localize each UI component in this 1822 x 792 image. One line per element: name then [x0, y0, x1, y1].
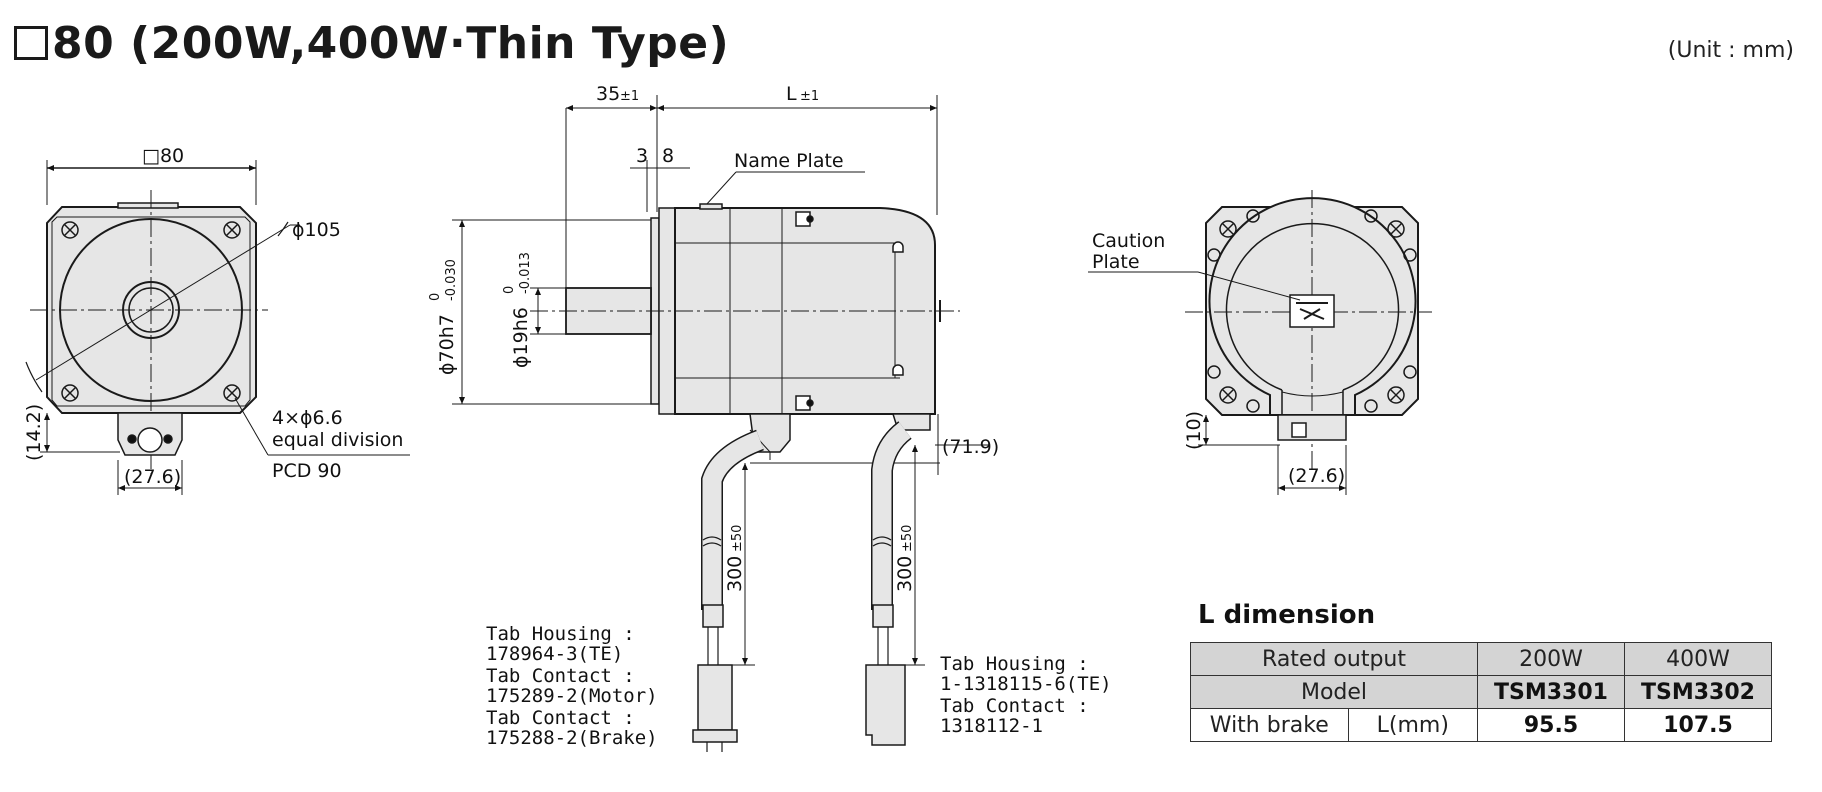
svg-text:0: 0 [502, 286, 517, 294]
holes-spec: 4×ϕ6.6 [272, 407, 343, 429]
dim-14-2: (14.2) [23, 404, 45, 461]
dim-27-6-front: (27.6) [124, 466, 181, 488]
plate-label: Plate [1092, 251, 1140, 273]
l-dimension-table: Rated output 200W 400W Model TSM3301 TSM… [1190, 642, 1772, 742]
svg-text:-0.013: -0.013 [518, 252, 533, 294]
dim-L-tol: ±1 [800, 89, 819, 104]
svg-text:1318112-1: 1318112-1 [940, 715, 1043, 737]
model-header: Model [1190, 675, 1478, 709]
svg-text:Tab Housing :: Tab Housing : [940, 653, 1089, 675]
dim-8: 8 [662, 145, 674, 167]
page-title: 80 (200W,400W·Thin Type) [14, 18, 729, 69]
svg-text:178964-3(TE): 178964-3(TE) [486, 643, 623, 665]
connector-left-spec: Tab Housing : 178964-3(TE) Tab Contact :… [486, 623, 658, 749]
svg-text:300: 300 [894, 556, 916, 592]
svg-text:Tab Contact :: Tab Contact : [940, 695, 1089, 717]
svg-text:0: 0 [428, 293, 443, 301]
square-symbol-icon [14, 26, 48, 60]
l-value-400w: 107.5 [1624, 708, 1772, 742]
svg-text:±50: ±50 [730, 525, 745, 552]
unit-label: (Unit : mm) [1667, 38, 1794, 63]
pcd-label: PCD 90 [272, 460, 342, 482]
dim-phi-19: ϕ19h6 0 -0.013 [502, 252, 533, 368]
dim-square-80: □80 [142, 145, 184, 167]
svg-text:300: 300 [724, 556, 746, 592]
svg-text:1-1318115-6(TE): 1-1318115-6(TE) [940, 673, 1112, 695]
svg-text:Tab Contact :: Tab Contact : [486, 665, 635, 687]
name-plate-label: Name Plate [734, 150, 844, 172]
svg-text:175289-2(Motor): 175289-2(Motor) [486, 685, 658, 707]
dim-27-6-rear: (27.6) [1288, 465, 1345, 487]
dim-10: (10) [1183, 411, 1205, 450]
svg-text:±50: ±50 [900, 525, 915, 552]
rear-view [1088, 190, 1432, 495]
svg-text:175288-2(Brake): 175288-2(Brake) [486, 727, 658, 749]
dim-35: 35 [596, 83, 620, 105]
dim-3: 3 [636, 145, 648, 167]
rated-output-header: Rated output [1190, 642, 1478, 676]
svg-text:Tab Housing :: Tab Housing : [486, 623, 635, 645]
table-row: Model TSM3301 TSM3302 [1190, 675, 1772, 709]
table-row: With brake L(mm) 95.5 107.5 [1190, 708, 1772, 742]
dim-71-9: (71.9) [942, 436, 999, 458]
front-view [25, 160, 410, 495]
svg-text:ϕ19h6: ϕ19h6 [510, 307, 532, 368]
connector-right-spec: Tab Housing : 1-1318115-6(TE) Tab Contac… [940, 653, 1112, 737]
l-value-200w: 95.5 [1477, 708, 1625, 742]
table-row: Rated output 200W 400W [1190, 642, 1772, 676]
dim-phi-105: ϕ105 [292, 219, 341, 241]
dim-L: L [786, 83, 797, 105]
model-tsm3302: TSM3302 [1624, 675, 1772, 709]
with-brake-label: With brake [1190, 708, 1349, 742]
dim-35-tol: ±1 [620, 89, 639, 104]
holes-equal-division: equal division [272, 429, 403, 451]
output-200w: 200W [1477, 642, 1625, 676]
model-tsm3301: TSM3301 [1477, 675, 1625, 709]
l-dimension-title: L dimension [1198, 600, 1376, 630]
output-400w: 400W [1624, 642, 1772, 676]
svg-text:Tab Contact :: Tab Contact : [486, 707, 635, 729]
caution-label: Caution [1092, 230, 1165, 252]
dim-cable-300-left: 300 ±50 [724, 525, 746, 592]
dim-phi-70: ϕ70h7 0 -0.030 [428, 259, 459, 375]
l-mm-label: L(mm) [1347, 708, 1479, 742]
svg-text:-0.030: -0.030 [444, 259, 459, 301]
svg-text:ϕ70h7: ϕ70h7 [436, 314, 458, 375]
dim-cable-300-right: 300 ±50 [894, 525, 916, 592]
side-view [452, 95, 990, 752]
